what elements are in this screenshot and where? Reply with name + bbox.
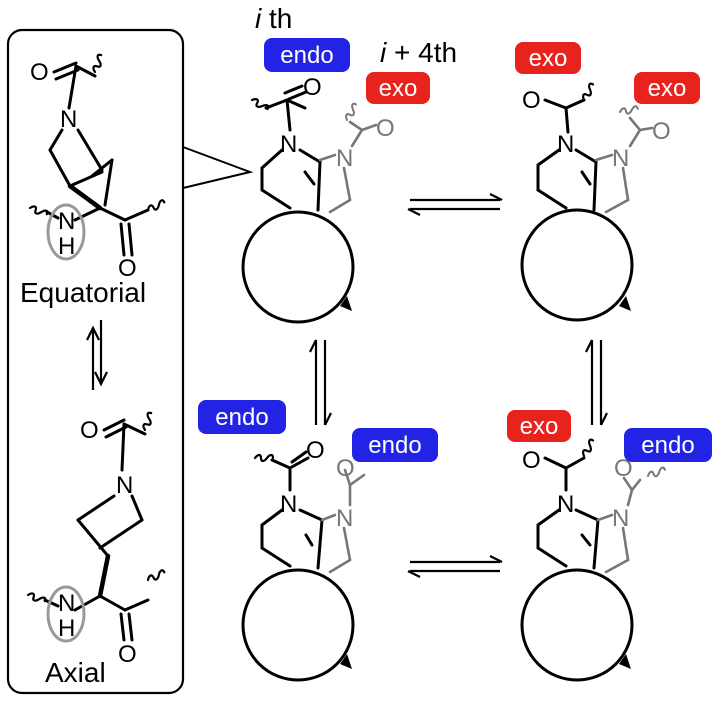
conformer-inset-box	[6, 28, 254, 695]
tr-gray-oxygen-label: O	[652, 118, 671, 145]
bl-oxygen-label: O	[306, 437, 325, 464]
tl-gray-oxygen-label: O	[376, 115, 395, 142]
inset-equilibrium-arrows	[86, 320, 108, 390]
tag-tr-exo-i4: exo	[648, 75, 687, 102]
tag-br-exo: exo	[520, 413, 559, 440]
tr-oxygen-label: O	[522, 87, 541, 114]
eq-nitrogen-label: N	[60, 106, 77, 133]
panel-bottom-left	[241, 437, 391, 682]
eq-amide-oxygen-label: O	[118, 255, 137, 282]
tag-tl-endo: endo	[280, 42, 333, 69]
panel-top-right	[520, 81, 654, 322]
tag-tr-exo-i4-bg	[634, 72, 700, 104]
tag-bl-endo-i4-bg	[352, 428, 438, 462]
tag-br-exo-bg	[507, 410, 571, 442]
tr-nitrogen-label: N	[557, 131, 574, 158]
eq-oxygen-label: O	[30, 59, 49, 86]
tag-tl-endo-bg	[264, 38, 350, 72]
br-gray-nitrogen-label: N	[612, 505, 629, 532]
axial-structure	[25, 410, 167, 642]
residue-i4-label: i + 4th	[380, 37, 457, 68]
equatorial-structure	[27, 52, 167, 257]
axial-nh-highlight	[46, 585, 86, 643]
equilibrium-arrow-bottom	[407, 555, 503, 578]
equatorial-nh-highlight	[46, 203, 86, 261]
ax-nitrogen-label: N	[116, 472, 133, 499]
panel-top-left	[241, 84, 378, 324]
tl-gray-nitrogen-label: N	[336, 145, 353, 172]
ax-amide-oxygen-label: O	[118, 641, 137, 668]
tl-oxygen-label: O	[303, 74, 322, 101]
tag-br-endo-bg	[624, 428, 712, 462]
tag-br-endo: endo	[641, 432, 694, 459]
axial-label: Axial	[45, 657, 106, 688]
ax-oxygen-label: O	[80, 417, 99, 444]
tag-bl-endo-i4: endo	[368, 432, 421, 459]
ax-nh-h-label: H	[58, 615, 75, 642]
equilibrium-arrow-top	[407, 193, 503, 216]
equatorial-label: Equatorial	[20, 277, 146, 308]
ax-nh-n-label: N	[58, 590, 75, 617]
bl-gray-oxygen-label: O	[336, 455, 355, 482]
bl-nitrogen-label: N	[280, 491, 297, 518]
residue-i-label: i th	[255, 3, 292, 34]
tr-gray-nitrogen-label: N	[612, 145, 629, 172]
br-nitrogen-label: N	[557, 491, 574, 518]
tag-tr-exo-i-bg	[515, 42, 581, 74]
tag-bl-endo-i-bg	[198, 400, 286, 434]
tag-tl-exo: exo	[379, 75, 418, 102]
bl-gray-nitrogen-label: N	[336, 505, 353, 532]
equilibrium-arrow-left	[309, 339, 332, 426]
br-oxygen-label: O	[522, 447, 541, 474]
eq-nh-h-label: H	[58, 233, 75, 260]
equilibrium-arrow-right	[585, 339, 608, 426]
eq-nh-n-label: N	[58, 208, 75, 235]
tag-tl-exo-bg	[366, 72, 430, 104]
tag-bl-endo-i: endo	[215, 404, 268, 431]
br-gray-oxygen-label: O	[614, 455, 633, 482]
tag-tr-exo-i: exo	[529, 45, 568, 72]
panel-bottom-right	[520, 437, 667, 682]
tl-nitrogen-label: N	[280, 131, 297, 158]
